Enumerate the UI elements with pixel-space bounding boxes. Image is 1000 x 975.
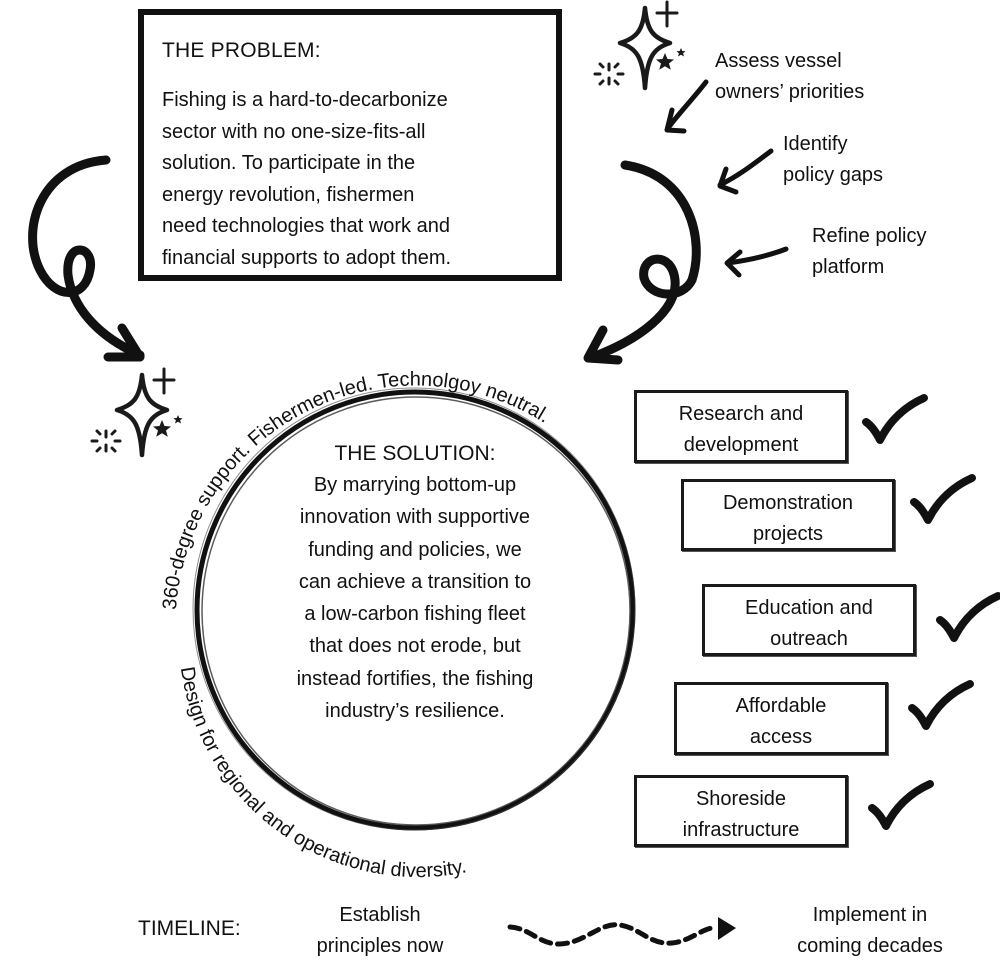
solution-circle	[192, 387, 636, 831]
problem-line: energy revolution, fishermen	[162, 183, 415, 206]
pillar-demonstration-projects: Demonstration projects	[681, 479, 895, 551]
solution-line: a low-carbon fishing fleet	[304, 603, 526, 626]
solution-line: can achieve a transition to	[298, 570, 532, 593]
step-line: Refine policy	[812, 225, 927, 247]
step-line: platform	[812, 256, 885, 278]
checkmark-icon-5	[872, 784, 930, 826]
dashed-arrow-icon	[507, 917, 736, 947]
arrow-icon-step-3	[724, 246, 789, 278]
solution-line: industry’s resilience.	[325, 700, 505, 723]
step-line: Assess vessel	[715, 50, 842, 72]
step-line: Identify	[783, 133, 848, 155]
arrow-icon-step-1	[664, 79, 709, 134]
step-refine-platform: Refine policy platform	[812, 221, 927, 283]
problem-line: Fishing is a hard-to-decarbonize	[162, 89, 448, 111]
sparkles-icon-left	[92, 369, 183, 455]
problem-line: financial supports to adopt them.	[162, 246, 452, 269]
problem-body: Fishing is a hard-to-decarbonize sector …	[162, 85, 552, 274]
arrow-icon-step-2	[717, 148, 774, 195]
solution-line: innovation with supportive	[299, 506, 531, 529]
pillar-line: Affordable	[735, 695, 827, 717]
solution-line: By marrying bottom-up	[313, 474, 517, 496]
checkmark-icon-3	[940, 596, 998, 638]
step-assess-priorities: Assess vessel owners’ priorities	[715, 46, 864, 108]
pillar-line: Shoreside	[695, 788, 787, 810]
curly-arrow-icon-left	[28, 155, 145, 362]
problem-line: sector with no one-size-fits-all	[162, 120, 426, 143]
solution-title: THE SOLUTION:	[334, 442, 496, 465]
pillar-shoreside-infrastructure: Shoreside infrastructure	[634, 775, 848, 847]
problem-line: solution. To participate in the	[162, 152, 416, 174]
timeline-label: TIMELINE:	[138, 917, 241, 940]
solution-block: THE SOLUTION: By marrying bottom-up inno…	[240, 438, 590, 727]
solution-line: instead fortifies, the fishing	[296, 667, 534, 690]
solution-body: By marrying bottom-up innovation with su…	[240, 469, 590, 727]
pillar-research-development: Research and development	[634, 390, 848, 463]
curly-arrow-icon-right	[583, 160, 701, 365]
pillar-line: outreach	[770, 628, 848, 650]
timeline-start: Establish principles now	[290, 900, 470, 962]
pillar-line: development	[683, 434, 799, 456]
step-line: policy gaps	[783, 164, 884, 186]
checkmark-icon-4	[912, 684, 970, 726]
pillar-line: Research and	[678, 403, 804, 425]
checkmark-icon-1	[866, 398, 924, 440]
pillar-line: Demonstration	[722, 492, 854, 514]
step-identify-gaps: Identify policy gaps	[783, 129, 883, 191]
problem-box: THE PROBLEM: Fishing is a hard-to-decarb…	[138, 9, 562, 281]
checkmark-icon-2	[914, 478, 972, 520]
pillar-line: infrastructure	[682, 819, 800, 841]
problem-line: need technologies that work and	[162, 215, 450, 237]
problem-title: THE PROBLEM:	[162, 39, 321, 62]
pillar-education-outreach: Education and outreach	[702, 584, 916, 656]
timeline-end-line: coming decades	[797, 935, 943, 957]
pillar-line: Education and	[745, 597, 873, 619]
pillar-line: projects	[752, 523, 824, 545]
timeline-end-line: Implement in	[812, 904, 928, 926]
pillar-affordable-access: Affordable access	[674, 682, 888, 755]
timeline-start-line: principles now	[316, 935, 444, 957]
timeline-start-line: Establish	[339, 904, 421, 926]
solution-line: funding and policies, we	[308, 538, 522, 561]
pillar-line: access	[749, 726, 813, 748]
timeline-end: Implement in coming decades	[770, 900, 970, 962]
solution-line: that does not erode, but	[309, 635, 521, 658]
step-line: owners’ priorities	[715, 81, 865, 103]
sparkles-icon-top	[595, 2, 686, 88]
